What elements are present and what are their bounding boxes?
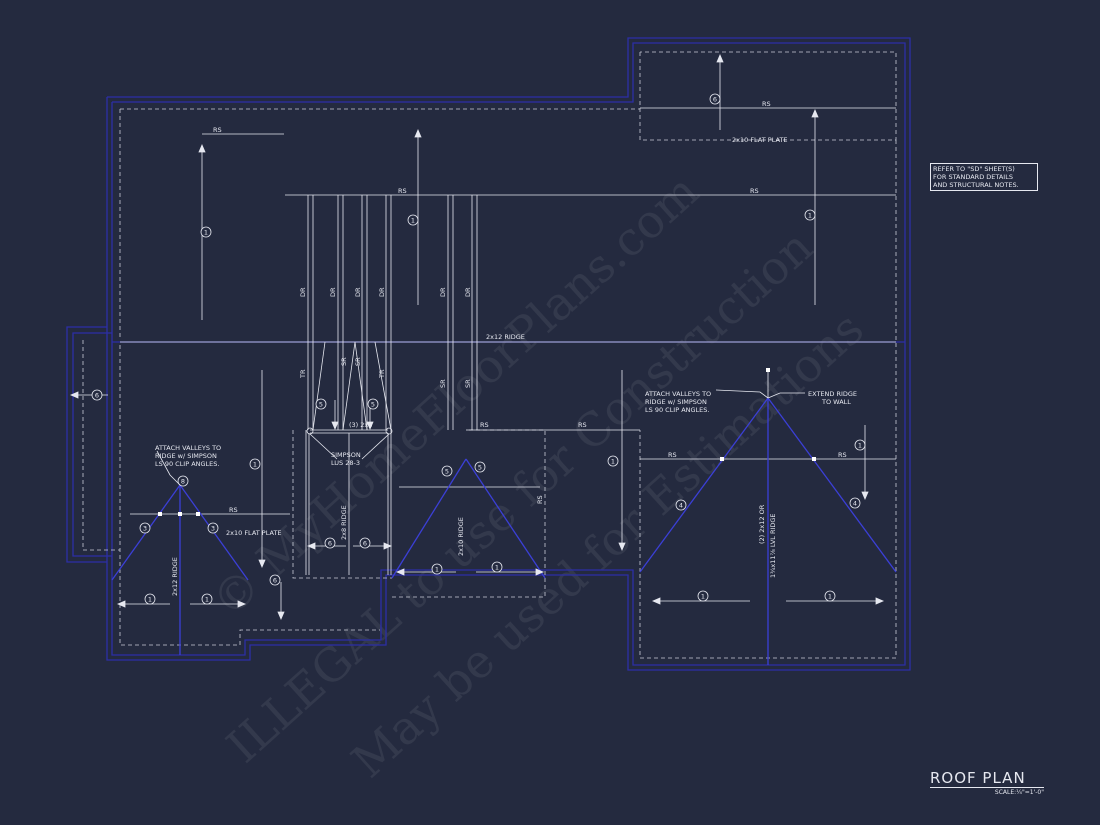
attach-valleys-left-2: RIDGE w/ SIMPSON [155,452,217,460]
drawing-scale: SCALE:¼"=1'-0" [994,789,1044,796]
watermark: © MyHomeFloorPlans.com ILLEGAL to use fo… [201,164,873,789]
rs-label: RS [229,506,238,514]
callout-4: 4 [853,500,857,508]
drawing-title: ROOF PLAN [930,770,1044,788]
callout-5: 5 [371,401,375,409]
attach-valleys-right-3: LS 90 CLIP ANGLES. [645,406,709,414]
callout-1: 1 [808,212,812,220]
dr-label: DR [439,287,447,297]
sr-label: SR [354,357,362,366]
ridge-2x12-label: 2x12 RIDGE [486,333,525,341]
tr-label: TR [378,369,386,379]
rs-label: RS [668,451,677,459]
sr-label: SR [439,379,447,388]
callout-1: 1 [858,442,862,450]
ridge-2x8-label: 2x8 RIDGE [340,505,348,540]
framing-lines [120,107,896,658]
simpson-label-1: SIMPSON [331,451,361,459]
callout-5: 5 [319,401,323,409]
callout-3: 3 [211,525,215,533]
callout-6: 6 [713,96,717,104]
callout-6: 6 [95,392,99,400]
dr-label: DR [329,287,337,297]
attach-valleys-right-2: RIDGE w/ SIMPSON [645,398,707,406]
callout-6: 6 [363,540,367,548]
dr-label: DR [464,287,472,297]
callout-1: 1 [435,566,439,574]
vertical-labels: DR DR DR DR DR DR TR TR SR SR SR SR RS 2… [171,287,777,596]
callout-circles [91,93,866,605]
lvl-ridge-label-1: (2) 2x12 OR [758,504,766,544]
ridge-2x12-small-label: 2x12 RIDGE [171,557,179,596]
callout-1: 1 [253,461,257,469]
ridge-points [158,368,816,516]
sr-label: SR [464,379,472,388]
hangers [156,389,805,486]
dr-label: DR [378,287,386,297]
callout-1: 1 [828,593,832,601]
callout-3: 3 [143,525,147,533]
simpson-label-2: LUS 28-3 [331,459,360,467]
header-label: (3) 2x8 [349,421,372,429]
callout-1: 1 [701,593,705,601]
dr-label: DR [354,287,362,297]
note-line-1: REFER TO "SD" SHEET(S) [933,165,1015,173]
extend-ridge-2: TO WALL [821,398,851,406]
title-block: ROOF PLAN SCALE:¼"=1'-0" [930,770,1044,796]
callout-1: 1 [148,596,152,604]
callout-1: 1 [495,564,499,572]
callout-8: 8 [181,478,185,486]
rs-label: RS [213,126,222,134]
dr-label: DR [299,287,307,297]
callout-5: 5 [445,468,449,476]
rs-label: RS [762,100,771,108]
note-line-2: FOR STANDARD DETAILS [933,173,1013,181]
rs-label: RS [750,187,759,195]
rs-label: RS [838,451,847,459]
note-line-3: AND STRUCTURAL NOTES. [933,181,1019,189]
callout-1: 1 [204,229,208,237]
rs-label-vertical: RS [536,495,544,504]
callout-numbers: 1 1 6 1 6 1 1 1 5 5 5 5 8 3 3 4 4 6 6 6 … [95,96,862,604]
callout-1: 1 [205,596,209,604]
tr-label: TR [299,369,307,379]
callout-6: 6 [273,577,277,585]
labels: RS RS RS RS 2x10 FLAT PLATE 2x12 RIDGE R… [155,100,857,537]
callout-5: 5 [478,464,482,472]
callout-1: 1 [611,458,615,466]
sr-label: SR [340,357,348,366]
extend-ridge-1: EXTEND RIDGE [808,390,857,398]
flat-plate-label: 2x10 FLAT PLATE [732,136,788,144]
hips-valleys [111,397,897,665]
rs-label: RS [480,421,489,429]
lvl-ridge-label-2: 1¾x11⅞ LVL RIDGE [769,513,777,578]
callout-1: 1 [411,217,415,225]
rs-label: RS [398,187,407,195]
attach-valleys-left-1: ATTACH VALLEYS TO [155,444,221,452]
structural-notes-box: REFER TO "SD" SHEET(S) FOR STANDARD DETA… [930,163,1038,191]
callout-4: 4 [679,502,683,510]
callout-6: 6 [328,540,332,548]
attach-valleys-left-3: LS 90 CLIP ANGLES. [155,460,219,468]
attach-valleys-right-1: ATTACH VALLEYS TO [645,390,711,398]
watermark-line-3: May be used for Estimations [341,301,873,788]
flat-plate-label: 2x10 FLAT PLATE [226,529,282,537]
ridge-2x10-label: 2x10 RIDGE [457,517,465,556]
rs-label: RS [578,421,587,429]
